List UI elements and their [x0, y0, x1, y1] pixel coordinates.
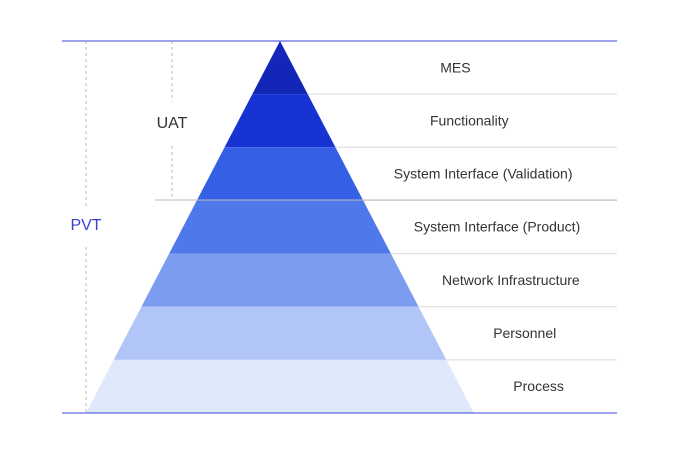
pyramid-layer	[141, 253, 419, 307]
layer-label: MES	[440, 59, 470, 75]
pyramid-layer	[113, 306, 447, 360]
layer-label: System Interface (Product)	[414, 219, 581, 235]
uat-label: UAT	[157, 115, 188, 132]
pyramid-layer	[169, 200, 391, 254]
pyramid-layer	[196, 147, 364, 201]
pyramid-layers	[86, 41, 474, 413]
pyramid-layer	[86, 359, 474, 413]
layer-label: Process	[513, 378, 564, 394]
layer-label: Network Infrastructure	[442, 272, 580, 288]
pyramid-layer	[252, 41, 308, 95]
layer-label: System Interface (Validation)	[394, 166, 573, 182]
layer-label: Functionality	[430, 112, 509, 128]
pvt-label: PVT	[70, 217, 101, 234]
pyramid-layer	[224, 94, 336, 148]
layer-label: Personnel	[493, 325, 556, 341]
